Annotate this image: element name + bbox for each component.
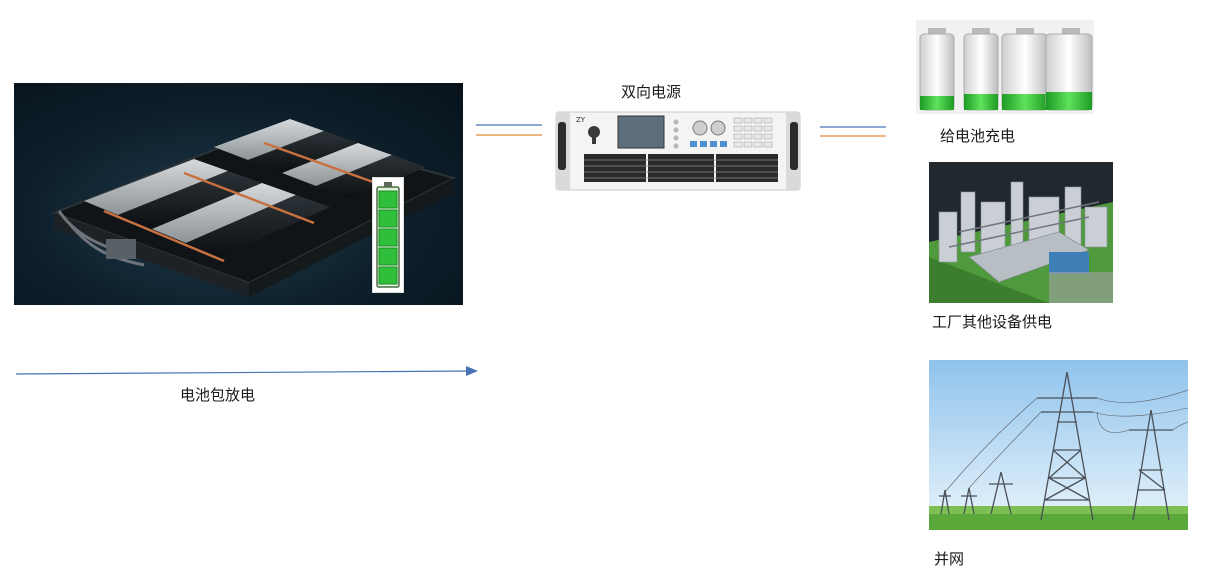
battery-pack-image [14,83,463,305]
output-lines [820,126,886,137]
battery-level-icon [372,177,404,293]
power-grid-towers-image [929,360,1188,530]
input-lines [476,124,542,136]
factory-image [929,162,1113,303]
discharge-arrow [15,366,478,376]
discharge-label: 电池包放电 [180,386,256,404]
power-supply-label: 双向电源 [621,83,682,101]
grid-label: 并网 [934,550,965,568]
brand-mark: ZY [576,116,586,124]
battery-row-image [916,20,1094,114]
factory-label: 工厂其他设备供电 [932,313,1053,331]
rack-power-supply-image: ZY [554,108,802,194]
battery-pack-drawing [51,119,457,297]
charge-label: 给电池充电 [940,127,1016,145]
